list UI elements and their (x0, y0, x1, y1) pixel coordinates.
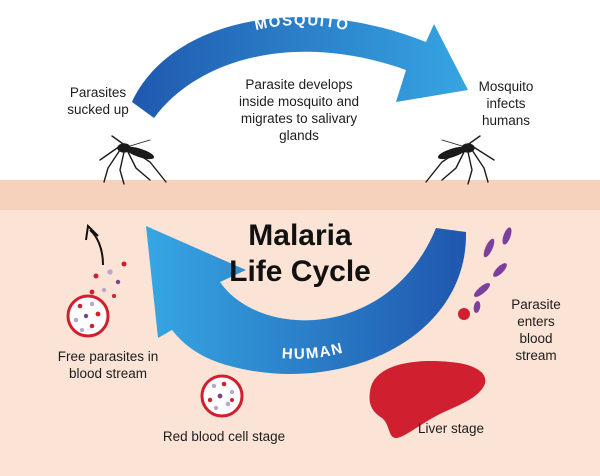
label-line: Parasite develops (224, 76, 374, 93)
label-line: Parasite (496, 296, 576, 313)
free-parasites-dots (90, 262, 127, 299)
label-line: blood (496, 330, 576, 347)
label-line: blood stream (38, 365, 178, 382)
label-line: humans (456, 112, 556, 129)
title-line: Life Cycle (215, 254, 385, 290)
red-blood-cell-icon (202, 376, 242, 416)
free-parasites-label: Free parasites in blood stream (38, 348, 178, 382)
red-blood-cell-stage-label: Red blood cell stage (144, 428, 304, 445)
infected-cell-burst-icon (68, 296, 108, 336)
mosquito-infects-label: Mosquito infects humans (456, 78, 556, 129)
label-line: stream (496, 347, 576, 364)
mosquito-left-icon (100, 136, 166, 184)
parasite-develops-label: Parasite develops inside mosquito and mi… (224, 76, 374, 144)
parasites-sucked-up-label: Parasites sucked up (48, 84, 148, 118)
label-line: sucked up (48, 101, 148, 118)
label-line: Parasites (48, 84, 148, 101)
parasite-enters-blood-label: Parasite enters blood stream (496, 296, 576, 364)
label-line: enters (496, 313, 576, 330)
diagram-title: Malaria Life Cycle (215, 218, 385, 290)
label-line: Free parasites in (38, 348, 178, 365)
label-line: inside mosquito and (224, 93, 374, 110)
title-line: Malaria (215, 218, 385, 254)
label-line: glands (224, 127, 374, 144)
label-line: infects (456, 95, 556, 112)
label-line: Mosquito (456, 78, 556, 95)
mosquito-right-icon (426, 136, 494, 184)
label-line: migrates to salivary (224, 110, 374, 127)
liver-stage-label: Liver stage (396, 420, 506, 437)
